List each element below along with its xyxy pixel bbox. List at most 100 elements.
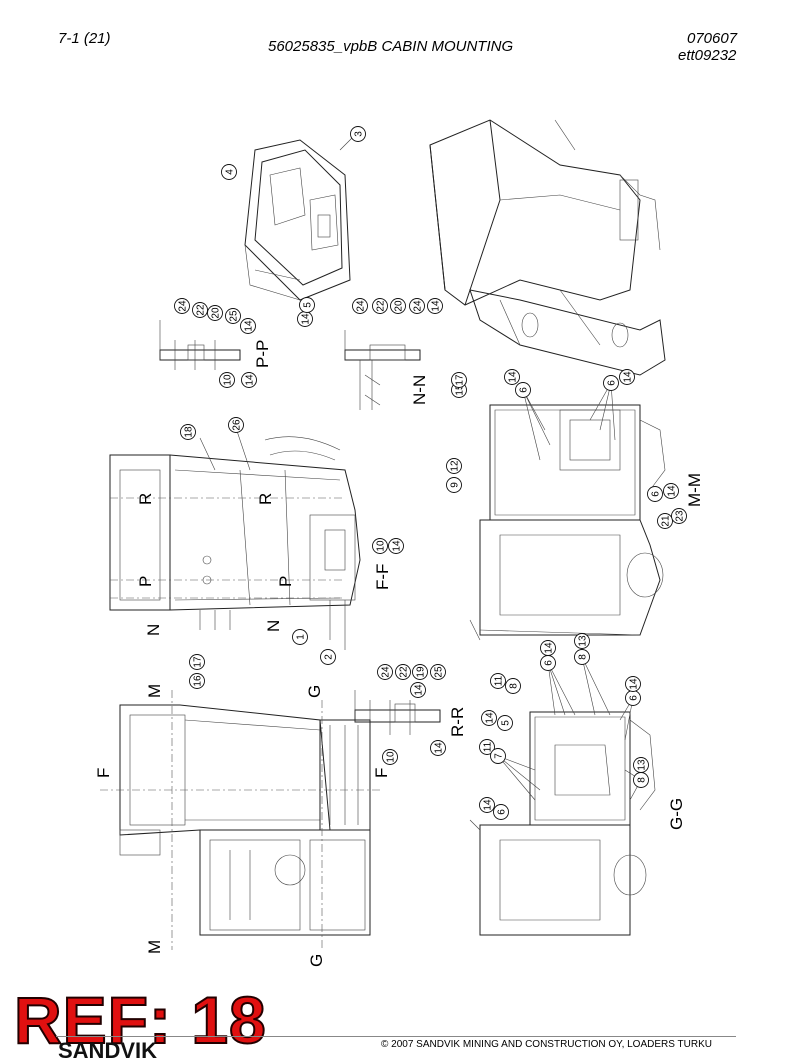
callout-circle xyxy=(451,372,467,388)
leader-lines xyxy=(199,382,642,801)
callout-circle xyxy=(241,372,257,388)
callout-balloon-14: 14 xyxy=(540,640,556,656)
callout-circle xyxy=(540,640,556,656)
callout-balloon-20: 20 xyxy=(390,298,406,314)
callout-balloon-7: 7 xyxy=(490,748,506,764)
callout-number: 14 xyxy=(414,684,425,696)
callout-balloon-6: 6 xyxy=(540,655,556,671)
callout-balloon-17: 17 xyxy=(189,654,205,670)
callout-number: 14 xyxy=(483,799,494,811)
section-label-rr: R-R xyxy=(448,707,467,737)
callout-balloon-26: 26 xyxy=(228,417,244,433)
callout-balloon-14: 14 xyxy=(410,682,426,698)
callout-balloon-10: 10 xyxy=(219,372,235,388)
callout-balloon-12: 12 xyxy=(446,458,462,474)
callout-circle xyxy=(174,298,190,314)
callout-balloon-4: 4 xyxy=(221,164,237,180)
callout-circle xyxy=(504,369,520,385)
section-gg-view xyxy=(469,711,656,936)
callout-number: 10 xyxy=(386,751,397,763)
callout-circle xyxy=(395,664,411,680)
callout-balloon-22: 22 xyxy=(192,302,208,318)
callout-circle xyxy=(207,305,223,321)
callout-balloon-14: 14 xyxy=(388,538,404,554)
callout-balloon-14: 14 xyxy=(619,369,635,385)
callout-circle xyxy=(292,629,308,645)
callout-number: 14 xyxy=(508,371,519,383)
callout-balloon-6: 6 xyxy=(625,690,641,706)
callout-number: 14 xyxy=(392,540,403,552)
callout-circle xyxy=(225,308,241,324)
callout-circle xyxy=(490,748,506,764)
callout-number: 14 xyxy=(434,742,445,754)
callout-balloon-5: 5 xyxy=(497,715,513,731)
callout-balloon-22: 22 xyxy=(372,298,388,314)
callout-circle xyxy=(446,477,462,493)
callout-circle xyxy=(574,633,590,649)
callout-circle xyxy=(192,302,208,318)
callout-number: 14 xyxy=(244,320,255,332)
callout-number: 23 xyxy=(675,510,686,522)
callout-balloon-14: 14 xyxy=(297,311,313,327)
callout-number: 8 xyxy=(578,654,589,660)
section-pp-detail xyxy=(159,320,241,370)
callout-balloon-24: 24 xyxy=(377,664,393,680)
frame-side-view xyxy=(109,436,361,650)
brand-logo: SANDVIK xyxy=(58,1038,158,1063)
callout-number: 19 xyxy=(416,666,427,678)
section-marker-f-left: F xyxy=(94,768,113,778)
section-mm-view xyxy=(469,404,666,641)
callout-circle xyxy=(481,710,497,726)
callout-balloon-23: 23 xyxy=(671,508,687,524)
copyright-notice: © 2007 SANDVIK MINING AND CONSTRUCTION O… xyxy=(381,1039,712,1050)
callout-circle xyxy=(446,458,462,474)
section-marker-n-right: N xyxy=(264,620,283,632)
callout-circle xyxy=(390,298,406,314)
callout-number: 25 xyxy=(434,666,445,678)
callout-number: 24 xyxy=(356,300,367,312)
callout-circle xyxy=(493,804,509,820)
drawing-number: ett09232 xyxy=(678,47,737,64)
callout-balloon-11: 11 xyxy=(479,739,495,755)
callout-balloon-6: 6 xyxy=(493,804,509,820)
cabin-top-view xyxy=(119,704,371,936)
cabin-isometric-view xyxy=(429,119,666,376)
callout-number: 16 xyxy=(193,675,204,687)
callout-balloon-14: 14 xyxy=(427,298,443,314)
callout-number: 9 xyxy=(450,482,461,488)
callout-balloon-17: 17 xyxy=(451,372,467,388)
callout-balloon-14: 14 xyxy=(241,372,257,388)
callout-balloon-14: 14 xyxy=(430,740,446,756)
page-number: 7-1 (21) xyxy=(58,30,111,47)
callout-balloon-14: 14 xyxy=(240,318,256,334)
callout-balloon-8: 8 xyxy=(505,678,521,694)
section-marker-m-bottom: M xyxy=(145,940,164,954)
callout-circle xyxy=(479,739,495,755)
callout-balloon-11: 11 xyxy=(490,673,506,689)
callout-balloon-13: 13 xyxy=(633,757,649,773)
callout-balloon-16: 16 xyxy=(189,673,205,689)
section-label-mm: M-M xyxy=(685,473,704,507)
section-label-ff: F-F xyxy=(373,564,392,590)
section-marker-f-right: F xyxy=(372,768,391,778)
callout-circle xyxy=(633,757,649,773)
callout-number: 20 xyxy=(211,307,222,319)
callout-circle xyxy=(619,369,635,385)
drawing-date: 070607 xyxy=(687,30,738,47)
callout-number: 6 xyxy=(629,695,640,701)
callout-circle xyxy=(497,715,513,731)
callout-circle xyxy=(372,538,388,554)
callout-circle xyxy=(221,164,237,180)
callout-circle xyxy=(189,673,205,689)
reference-stamp: REF: 18 xyxy=(13,982,267,1058)
callout-circle xyxy=(240,318,256,334)
callout-number: 14 xyxy=(629,678,640,690)
callout-number: 10 xyxy=(223,374,234,386)
callout-balloon-18: 18 xyxy=(180,424,196,440)
callout-circle xyxy=(388,538,404,554)
callout-number: 5 xyxy=(303,302,314,308)
section-marker-m-top: M xyxy=(145,684,164,698)
section-marker-g-top: G xyxy=(305,685,324,698)
callout-number: 7 xyxy=(494,753,505,759)
